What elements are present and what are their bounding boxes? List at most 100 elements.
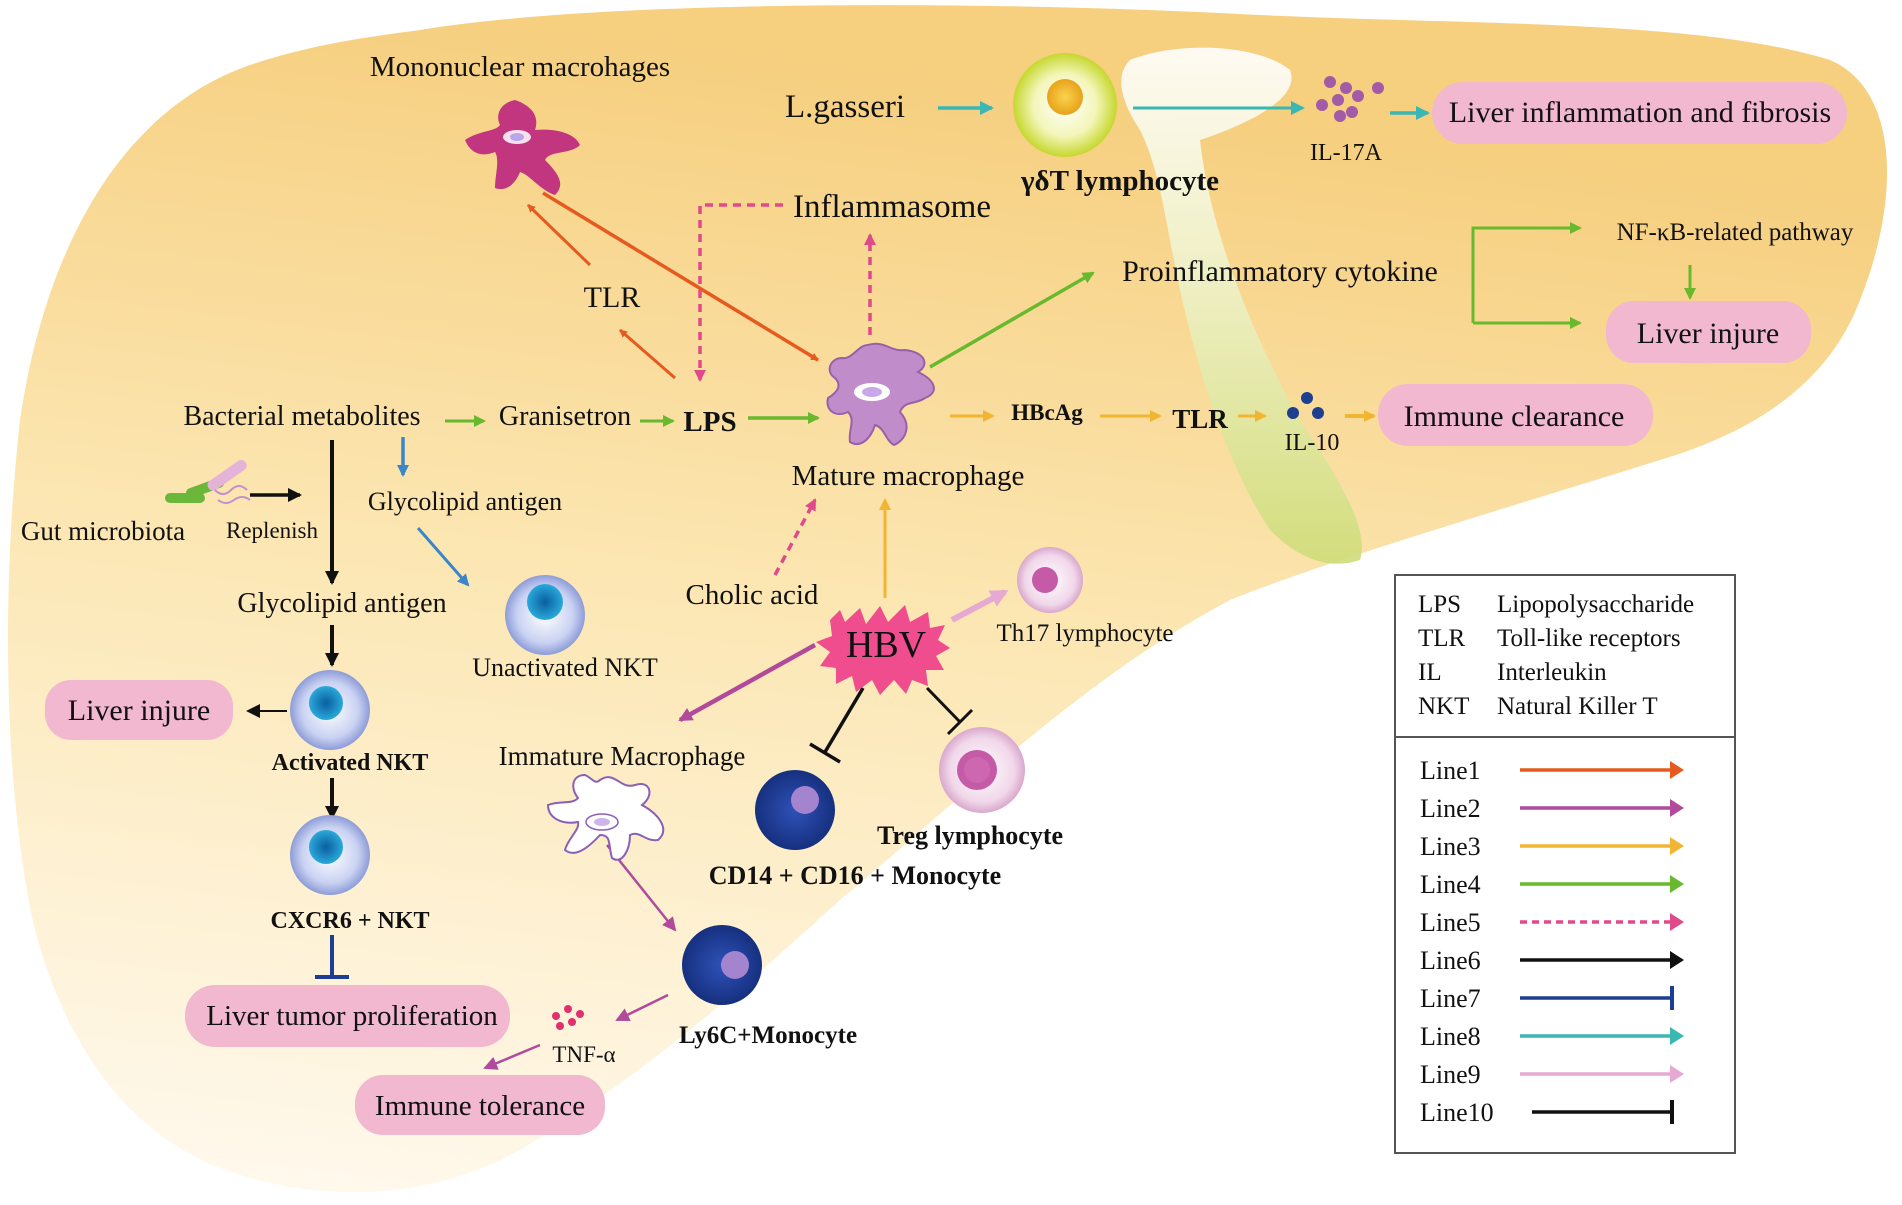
tnf-dots-icon — [552, 1005, 584, 1030]
gallbladder-shape — [1121, 47, 1362, 564]
immune-clearance-pill — [1378, 384, 1653, 446]
inhibit-hbv-to-treg-bar — [946, 708, 974, 736]
label-unactivated-nkt: Unactivated NKT — [472, 653, 658, 682]
legend-abbr: IL — [1418, 659, 1442, 686]
mononuclear-macrophage-icon — [465, 100, 580, 195]
legend-abbr: TLR — [1418, 625, 1466, 652]
legend-line-label: Line2 — [1420, 794, 1481, 823]
label-bacterial-metabolites: Bacterial metabolites — [183, 401, 420, 432]
label-proinflammatory: Proinflammatory cytokine — [1122, 255, 1438, 288]
th17-lymphocyte-icon — [1017, 547, 1083, 613]
cxcr6-nkt-icon — [290, 815, 370, 895]
unactivated-nkt-icon — [505, 575, 585, 655]
cd14-monocyte-icon — [755, 770, 835, 850]
label-th17: Th17 lymphocyte — [996, 620, 1173, 647]
label-hbcag: HBcAg — [1011, 400, 1083, 425]
liver-inflammation-pill — [1432, 82, 1847, 144]
gut-microbiota-icon — [165, 459, 251, 504]
legend-abbr-full: Lipopolysaccharide — [1497, 591, 1694, 618]
legend-arrowhead — [1670, 799, 1684, 817]
arrow-tnf-to-tolerance — [483, 1043, 541, 1070]
legend-line-label: Line5 — [1420, 908, 1481, 937]
legend-line-label: Line9 — [1420, 1060, 1481, 1089]
label-replenish: Replenish — [226, 518, 318, 543]
legend-abbr-full: Interleukin — [1497, 659, 1607, 686]
legend-line-label: Line7 — [1420, 984, 1481, 1013]
label-treg: Treg lymphocyte — [877, 821, 1063, 850]
liver-injure-left-pill — [45, 680, 233, 740]
label-cxcr6: CXCR6 + NKT — [270, 908, 429, 934]
treg-lymphocyte-icon — [939, 727, 1025, 813]
legend-line-label: Line1 — [1420, 756, 1481, 785]
legend-arrowhead — [1670, 913, 1684, 931]
inhibit-hbv-to-cd14-bar — [809, 742, 841, 764]
arrow-mononuclear-to-macrophage — [542, 191, 819, 362]
label-glycolipid-antigen-2: Glycolipid antigen — [237, 588, 446, 619]
label-ly6c: Ly6C+Monocyte — [679, 1022, 857, 1049]
outcome-immune-clearance: Immune clearance — [1404, 400, 1625, 433]
arrow-lps-to-tlr — [619, 328, 676, 380]
label-gdt-lymphocyte: γδT lymphocyte — [1020, 165, 1219, 197]
label-mature-macrophage: Mature macrophage — [792, 460, 1025, 492]
legend-arrowhead — [1670, 875, 1684, 893]
label-hbv: HBV — [846, 624, 927, 666]
outcome-liver-injure-right: Liver injure — [1637, 317, 1779, 350]
legend-abbr-full: Toll-like receptors — [1497, 625, 1681, 652]
immune-tolerance-pill — [355, 1075, 605, 1135]
label-immature-macrophage: Immature Macrophage — [499, 741, 746, 771]
legend-arrowhead — [1670, 1027, 1684, 1045]
inhibit-hbv-to-cd14 — [823, 687, 865, 753]
mature-macrophage-icon — [826, 342, 935, 447]
label-granisetron: Granisetron — [499, 401, 631, 432]
liver-shape — [7, 5, 1888, 1193]
legend-line-label: Line10 — [1420, 1098, 1494, 1127]
legend-line-label: Line4 — [1420, 870, 1481, 899]
il17a-dots-icon — [1316, 76, 1384, 122]
label-activated-nkt: Activated NKT — [272, 750, 429, 776]
legend-lines: Line1Line2Line3Line4Line5Line6Line7Line8… — [1420, 756, 1684, 1127]
label-cholic-acid: Cholic acid — [686, 579, 819, 611]
arrow-ly6c-to-tnf — [615, 993, 669, 1022]
legend-line-label: Line6 — [1420, 946, 1481, 975]
label-tlr-mid: TLR — [1172, 404, 1228, 434]
arrow-glycolipid-to-unactivated — [416, 527, 470, 587]
legend-arrowhead — [1670, 1065, 1684, 1083]
label-mononuclear-macrophages: Mononuclear macrohages — [370, 51, 670, 83]
label-tlr-upper: TLR — [584, 281, 641, 314]
legend-arrowhead — [1670, 837, 1684, 855]
activated-nkt-icon — [290, 670, 370, 750]
legend-abbr: NKT — [1418, 693, 1469, 720]
arrow-macrophage-to-mononuclear — [526, 203, 592, 267]
ly6c-monocyte-icon — [682, 925, 762, 1005]
label-il10: IL-10 — [1285, 430, 1340, 456]
label-gut-microbiota: Gut microbiota — [21, 516, 185, 546]
legend-arrowhead — [1670, 761, 1684, 779]
outcome-immune-tolerance: Immune tolerance — [375, 1090, 585, 1122]
liver-injure-right-pill — [1606, 301, 1811, 363]
il10-dots-icon — [1287, 392, 1324, 419]
label-il17a: IL-17A — [1310, 140, 1383, 166]
arrow-cholic-acid-to-macrophage — [773, 498, 817, 576]
legend-line-label: Line3 — [1420, 832, 1481, 861]
legend-arrowhead — [1670, 951, 1684, 969]
label-inflammasome: Inflammasome — [793, 189, 991, 225]
outcome-liver-inflammation: Liver inflammation and fibrosis — [1449, 96, 1831, 129]
inhibit-hbv-to-treg — [925, 686, 962, 724]
outcome-liver-injure-left: Liver injure — [68, 694, 210, 727]
liver-tumor-pill — [185, 985, 510, 1047]
legend-abbr: LPS — [1418, 591, 1461, 618]
hbv-virus-icon — [816, 605, 950, 695]
label-cd14: CD14 + CD16 + Monocyte — [709, 861, 1001, 890]
legend-line-label: Line8 — [1420, 1022, 1481, 1051]
label-glycolipid-antigen-1: Glycolipid antigen — [368, 487, 562, 516]
label-tnf: TNF-α — [552, 1042, 615, 1067]
arrow-hbv-to-th17 — [950, 589, 1009, 623]
arrow-hbv-to-immature-macrophage — [678, 643, 817, 722]
immature-macrophage-icon — [546, 773, 665, 861]
label-nfkb: NF-κB-related pathway — [1617, 219, 1854, 246]
arrow-macrophage-to-cytokine — [929, 271, 1095, 369]
label-lps: LPS — [683, 406, 736, 438]
arrow-inflammasome-to-lps — [694, 203, 783, 382]
